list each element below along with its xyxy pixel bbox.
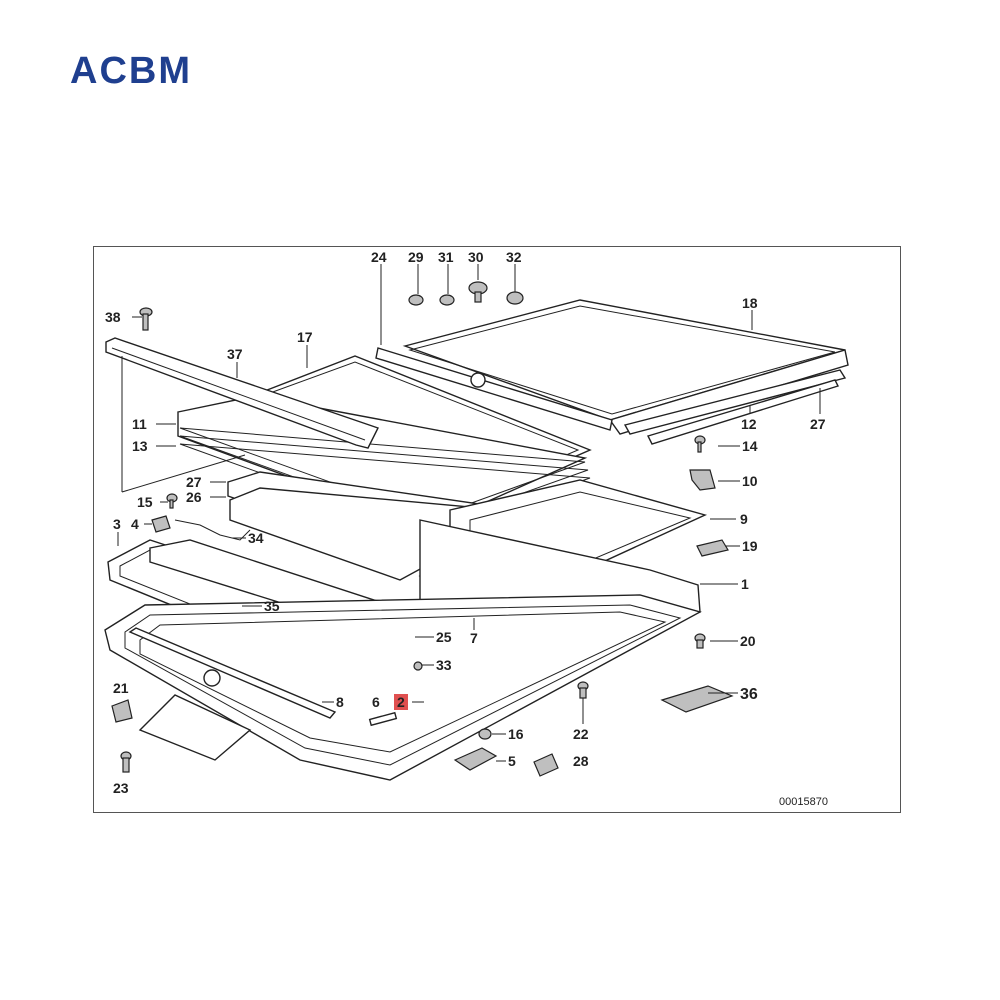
callout-16: 16 [508, 726, 524, 742]
nut-29 [408, 294, 424, 306]
strip-12 [623, 369, 847, 445]
nut-31 [439, 294, 455, 306]
callout-24: 24 [371, 249, 387, 265]
callout-10: 10 [742, 473, 758, 489]
leader-lines [117, 264, 821, 762]
nut-32 [506, 291, 524, 305]
nut-33 [413, 661, 423, 671]
callout-17: 17 [297, 329, 313, 345]
callout-30: 30 [468, 249, 484, 265]
screw-20 [694, 633, 706, 649]
base-frame-1 [104, 519, 702, 781]
clip-19 [696, 539, 729, 557]
callout-22: 22 [573, 726, 589, 742]
screw-38 [139, 307, 153, 331]
screw-23 [120, 751, 132, 773]
block-28 [533, 753, 559, 777]
callout-8: 8 [336, 694, 344, 710]
pad-36 [660, 685, 734, 713]
screw-15 [166, 493, 178, 509]
callout-7: 7 [470, 630, 478, 646]
cable-34 [174, 519, 251, 541]
block-5 [453, 747, 498, 771]
callout-35: 35 [264, 598, 280, 614]
callout-38: 38 [105, 309, 121, 325]
screw-30 [468, 281, 488, 303]
part-6 [368, 711, 398, 727]
callout-13: 13 [132, 438, 148, 454]
screw-22 [577, 681, 589, 699]
nut-16 [478, 728, 492, 740]
callout-33: 33 [436, 657, 452, 673]
callout-labels: 24 29 31 30 32 18 38 37 17 11 13 12 27 1… [105, 249, 828, 808]
callout-29: 29 [408, 249, 424, 265]
callout-15: 15 [137, 494, 153, 510]
callout-2: 2 [397, 694, 405, 710]
callout-2-highlight [394, 694, 408, 710]
brand-logo: ACBM [70, 50, 192, 92]
seal-strip-24 [375, 347, 613, 431]
screw-14 [694, 435, 706, 453]
callout-36: 36 [740, 686, 758, 703]
callout-12: 12 [741, 416, 757, 432]
clip-4 [151, 515, 171, 533]
clip-10 [689, 469, 716, 491]
drive-plate [138, 694, 252, 761]
callout-11: 11 [132, 416, 147, 432]
callout-31: 31 [438, 249, 454, 265]
drawing-number: 00015870 [779, 796, 828, 808]
callout-25: 25 [436, 629, 452, 645]
callout-34: 34 [248, 530, 264, 546]
callout-19: 19 [742, 538, 758, 554]
callout-9: 9 [740, 511, 748, 527]
callout-21: 21 [113, 680, 129, 696]
wind-deflector-37 [105, 337, 379, 449]
callout-28: 28 [573, 753, 589, 769]
callout-1: 1 [741, 576, 749, 592]
callout-6: 6 [372, 694, 380, 710]
callout-32: 32 [506, 249, 522, 265]
callout-20: 20 [740, 633, 756, 649]
clip-21 [111, 699, 133, 723]
callout-27-left: 27 [186, 474, 202, 490]
callout-3: 3 [113, 516, 121, 532]
callout-26: 26 [186, 489, 202, 505]
callout-18: 18 [742, 295, 758, 311]
rail-8 [128, 627, 337, 719]
diagram-frame [93, 246, 901, 813]
callout-5: 5 [508, 753, 516, 769]
callout-37: 37 [227, 346, 243, 362]
callout-14: 14 [742, 438, 758, 454]
callout-23: 23 [113, 780, 129, 796]
callout-4: 4 [131, 516, 139, 532]
callout-27-right: 27 [810, 416, 826, 432]
